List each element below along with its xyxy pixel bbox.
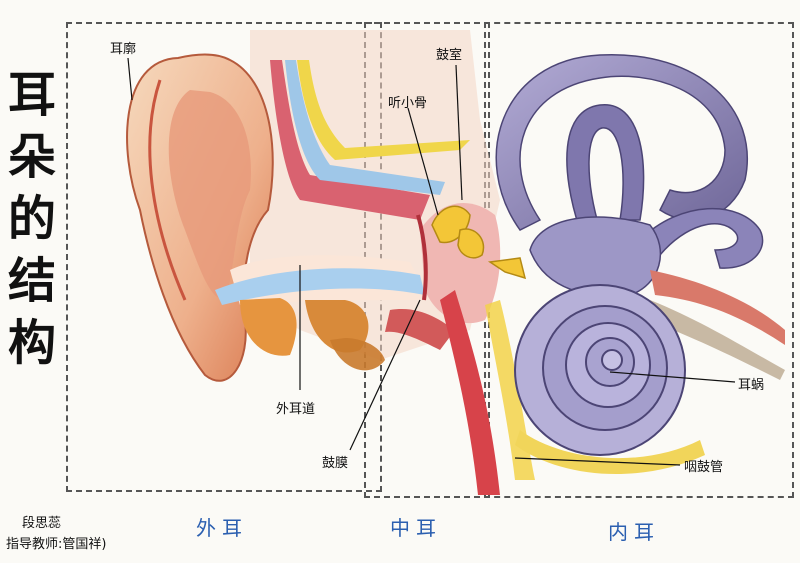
leader-tympanic	[455, 64, 463, 201]
leader-cochlea	[609, 371, 736, 383]
label-tympanic-cavity: 鼓室	[436, 48, 463, 63]
canal-upper-blue	[285, 60, 445, 195]
title-char-4: 结	[7, 253, 56, 309]
cochlea-base-yellow	[515, 430, 705, 475]
cochlea	[514, 284, 686, 456]
eustachian-tube-red	[440, 290, 500, 495]
teacher-name: 指导教师:管国祥)	[6, 537, 107, 552]
leader-auricle	[127, 57, 133, 101]
gland-left	[240, 298, 297, 356]
page-title: 耳 朵 的 结 构	[6, 64, 58, 374]
auricle-rim	[148, 79, 187, 301]
label-auricle: 耳廓	[110, 42, 137, 57]
ossicles	[431, 205, 527, 280]
semicircular-canal-outer	[495, 54, 748, 231]
section-outer-ear: 外耳	[196, 516, 248, 540]
canal-upper-red	[270, 60, 430, 220]
leader-eardrum	[349, 299, 421, 451]
leader-eustachian	[514, 457, 681, 466]
gland-lower	[330, 338, 385, 371]
title-char-5: 构	[7, 315, 56, 371]
canal-lower-red	[385, 309, 455, 350]
label-eustachian-tube: 咽鼓管	[684, 460, 724, 475]
canal-lower-blue	[215, 268, 425, 305]
label-cochlea: 耳蜗	[738, 378, 765, 393]
leader-ossicles	[407, 107, 439, 216]
label-eardrum: 鼓膜	[322, 456, 349, 471]
title-char-3: 的	[7, 191, 56, 247]
eardrum	[416, 214, 428, 301]
semicircular-canal-posterior	[638, 207, 764, 269]
author-name: 段思蕊	[22, 516, 62, 531]
nerve-bundle-2	[648, 300, 785, 380]
nerve-bundle	[650, 270, 785, 345]
title-char-1: 耳	[7, 67, 56, 123]
title-char-2: 朵	[7, 129, 56, 185]
section-middle-ear: 中耳	[390, 516, 442, 540]
section-inner-ear: 内耳	[608, 520, 660, 544]
label-ossicles: 听小骨	[388, 96, 428, 111]
semicircular-canal-middle	[566, 104, 645, 231]
auricle-inner-fold	[168, 90, 251, 300]
label-ear-canal: 外耳道	[276, 402, 316, 417]
canal-upper-yellow	[297, 60, 470, 160]
